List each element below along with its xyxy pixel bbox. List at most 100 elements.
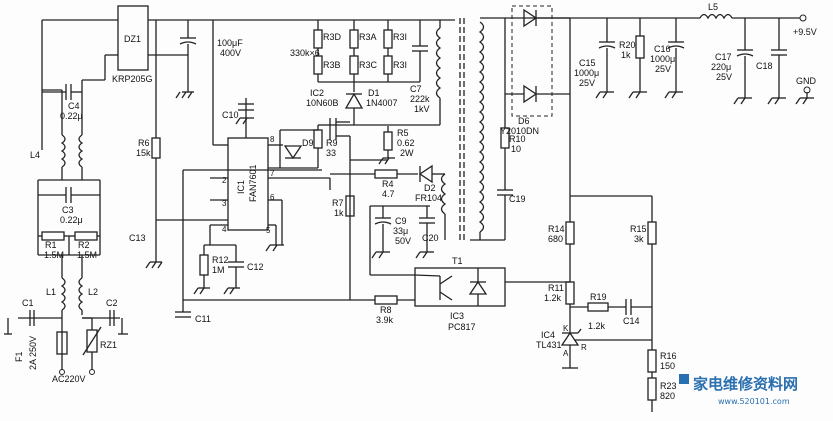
label-pin3: 3 [222,199,227,208]
diode-d6-package [511,5,553,117]
label-l4: L4 [30,150,40,160]
label-r9: R9 [326,138,338,148]
shunt-regulator-ic4 [560,331,580,346]
label-c17: C17 [715,52,732,62]
label-c13: C13 [129,233,146,243]
label-r14-value: 680 [548,234,563,244]
label-c16-voltage: 25V [655,64,671,74]
resistor-r15 [647,221,657,245]
resistor-r3d [313,29,323,49]
label-r5: R5 [397,128,409,138]
ic1-fan7601 [227,137,269,231]
label-r3i-2: R3I [393,60,407,70]
label-c15-value: 1000μ [574,68,599,78]
label-t1: T1 [452,256,463,266]
inductor-l4 [60,134,66,168]
label-d1-part: 1N4007 [366,98,398,108]
inductor-l2 [78,277,84,311]
diode-d9 [283,145,303,160]
label-r1: R1 [45,240,57,250]
label-r6-value: 15k [136,148,151,158]
label-r3c: R3C [359,60,378,70]
label-r15-value: 3k [634,234,644,244]
transformer-secondary [478,21,485,233]
bridge-rectifier-dz1 [117,5,149,71]
resistor-r3a [349,29,359,49]
diode-d6-b [523,84,538,104]
label-r12: R12 [212,255,229,265]
label-c4-value: 0.22μ [60,111,83,121]
label-r3i-1: R3I [393,32,407,42]
output-terminal [799,14,807,22]
label-f1-value: 2A 250V [28,336,38,370]
label-rz1: RZ1 [100,340,117,350]
inductor-l1 [60,277,66,311]
label-d2: D2 [424,183,436,193]
label-pin4: 4 [222,225,227,234]
label-c14: C14 [623,316,640,326]
label-r16-value: 150 [660,361,675,371]
label-ic4-part: TL431 [536,340,562,350]
label-ic4: IC4 [541,330,555,340]
label-c10: C10 [222,110,239,120]
label-pin8: 8 [270,135,275,144]
label-ac220v: AC220V [52,374,86,384]
label-l5: L5 [708,2,718,12]
label-pin-k: K [563,324,569,333]
label-r10-value: 10 [511,144,521,154]
label-gnd: GND [796,76,817,86]
label-r10: R10 [509,134,526,144]
label-f1: F1 [14,351,24,362]
label-r5-power: 2W [400,148,414,158]
resistor-r3b [313,55,323,75]
resistor-r6 [151,137,161,159]
label-r14: R14 [548,224,565,234]
resistor-r23 [647,377,657,401]
label-c9-voltage: 50V [395,236,411,246]
resistor-r16 [647,349,657,373]
label-ic2-part: 10N60B [306,98,339,108]
label-c12: C12 [247,262,264,272]
label-r12-value: 1M [212,265,225,275]
label-r3a: R3A [359,32,377,42]
label-r7: R7 [332,198,344,208]
label-c2: C2 [106,298,118,308]
label-pin7: 7 [270,169,275,178]
diode-d2 [418,164,433,184]
resistor-r3i-top [383,29,393,49]
label-c-main-voltage: 400V [220,48,241,58]
label-pin6: 6 [270,193,275,202]
label-c19: C19 [509,194,526,204]
label-r19: R19 [590,292,607,302]
label-r4: R4 [382,179,394,189]
label-c9-value: 33μ [393,226,408,236]
label-l1: L1 [46,287,56,297]
label-r1-value: 1.5M [44,250,64,260]
label-d9: D9 [302,138,314,148]
label-r3d: R3D [323,32,342,42]
label-r5-value: 0.62 [397,138,415,148]
label-vout: +9.5V [793,27,817,37]
inductor-l5 [699,13,733,20]
label-d2-part: FR104 [415,193,442,203]
label-pin-a: A [563,349,569,358]
label-c17-voltage: 25V [716,72,732,82]
label-ic3-part: PC817 [448,322,476,332]
label-r3-group: 330k×6 [290,48,320,58]
label-c20: C20 [422,233,439,243]
label-r15: R15 [630,224,647,234]
resistor-r11 [565,281,575,305]
label-c7-voltage: 1kV [414,104,430,114]
watermark-logo: 家电维修资料网 www.520101.com [679,374,798,406]
label-r8: R8 [380,305,392,315]
watermark-url: www.520101.com [718,397,790,406]
label-c15-voltage: 25V [579,78,595,88]
label-r4-value: 4.7 [382,189,395,199]
label-c11: C11 [195,314,211,324]
label-krp205g: KRP205G [112,74,153,84]
ground-symbols [4,91,814,335]
label-d6-part: Y2010DN [500,126,539,136]
label-c18: C18 [756,61,773,71]
